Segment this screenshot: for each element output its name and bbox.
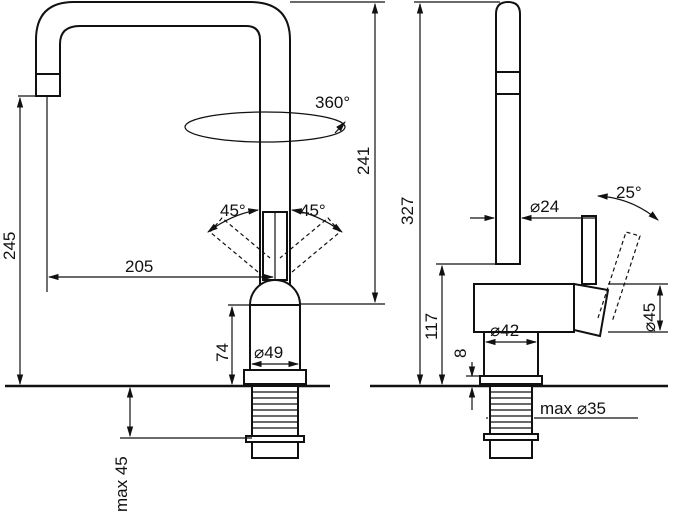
body-side	[473, 283, 575, 333]
spout-tip	[35, 73, 61, 97]
dim-max-35: max ⌀35	[540, 399, 606, 418]
dim-117: 117	[422, 313, 441, 340]
dim-25: 25°	[616, 183, 642, 202]
dim-49: ⌀49	[254, 343, 283, 362]
base-column	[249, 304, 301, 378]
cartridge-side	[573, 282, 610, 338]
pipe-side	[495, 0, 521, 265]
dim-327: 327	[398, 197, 417, 225]
lever-side	[581, 215, 597, 285]
pipe-ring	[495, 71, 521, 95]
dim-8: 8	[451, 349, 470, 358]
front-view: 245 241 205 360° 45° 45° 74 ⌀49 max 45	[0, 1, 385, 512]
base-ring	[243, 369, 307, 385]
thread-side	[483, 385, 539, 459]
base-ring-side	[479, 375, 543, 385]
dim-241: 241	[354, 147, 373, 175]
dim-42: ⌀42	[490, 321, 519, 340]
lever-tilt-dashed	[597, 231, 641, 323]
dim-360: 360°	[315, 93, 350, 112]
dim-45-left: 45°	[220, 201, 246, 220]
thread-front	[245, 385, 305, 459]
dim-245: 245	[0, 232, 19, 260]
dim-max-45: max 45	[112, 456, 131, 512]
side-view: 327 117 8 ⌀24 ⌀42 ⌀45 max ⌀35 25°	[370, 0, 668, 459]
dim-74: 74	[213, 343, 232, 362]
dim-24: ⌀24	[530, 197, 559, 216]
dim-45-right: 45°	[300, 201, 326, 220]
dim-205: 205	[125, 257, 153, 276]
dim-45-side: ⌀45	[640, 303, 659, 332]
